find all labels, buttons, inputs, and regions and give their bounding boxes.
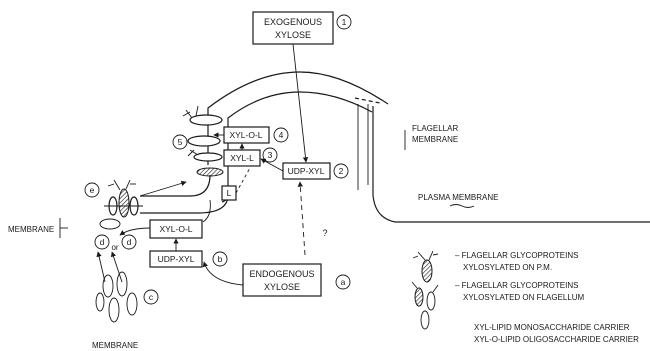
legend-note-1: XYL-LIPID MONOSACCHARIDE CARRIER xyxy=(474,323,630,332)
endogenous-xylose-box: ENDOGENOUS XYLOSE xyxy=(243,264,321,296)
legend-note-2: XYL-O-LIPID OLIGOSACCHARIDE CARRIER xyxy=(474,335,639,344)
udp-xyl-right-box: UDP-XYL xyxy=(283,163,330,179)
marker-b: b xyxy=(218,254,223,264)
legend: – FLAGELLAR GLYCOPROTEINS XYLOSYLATED ON… xyxy=(412,251,639,344)
udp-xyl-left-box: UDP-XYL xyxy=(150,251,202,267)
xyl-l-box: XYL-L xyxy=(224,150,260,166)
flagellar-membrane-label-1: FLAGELLAR xyxy=(412,124,458,133)
legend-symbol-pm xyxy=(413,251,438,282)
membrane-left-label: MEMBRANE xyxy=(8,225,54,234)
marker-d-1: d xyxy=(100,237,105,247)
question-mark: ? xyxy=(322,228,327,238)
exogenous-label-1: EXOGENOUS xyxy=(264,17,322,27)
marker-2: 2 xyxy=(339,166,344,176)
udp-xyl-left-label: UDP-XYL xyxy=(158,254,195,264)
xyl-l-label: XYL-L xyxy=(230,153,254,163)
udp-xyl-right-label: UDP-XYL xyxy=(288,166,325,176)
marker-4: 4 xyxy=(279,130,284,140)
marker-c: c xyxy=(149,292,154,302)
legend-item1-line2: XYLOSYLATED ON P.M. xyxy=(463,263,552,272)
legend-item2-line1: – FLAGELLAR GLYCOPROTEINS xyxy=(455,281,578,290)
exogenous-label-2: XYLOSE xyxy=(275,30,311,40)
or-text: or xyxy=(111,243,118,252)
marker-a: a xyxy=(341,277,346,287)
legend-symbol-flagellum xyxy=(412,282,438,329)
membrane-bottom-label: MEMBRANE xyxy=(92,341,138,350)
plasma-membrane-glycoproteins xyxy=(104,180,143,217)
marker-3: 3 xyxy=(268,150,273,160)
legend-item2-line2: XYLOSYLATED ON FLAGELLUM xyxy=(463,293,585,302)
xyl-o-l-top-label: XYL-O-L xyxy=(229,130,262,140)
endogenous-label-1: ENDOGENOUS xyxy=(249,269,314,279)
marker-1: 1 xyxy=(342,17,347,27)
endogenous-label-2: XYLOSE xyxy=(264,282,300,292)
xyl-o-l-left-label: XYL-O-L xyxy=(159,224,192,234)
plasma-membrane-label: PLASMA MEMBRANE xyxy=(418,193,498,202)
l-box: L xyxy=(222,186,236,200)
flagellar-membrane-label-2: MEMBRANE xyxy=(412,135,458,144)
xyl-o-l-top-box: XYL-O-L xyxy=(224,127,269,143)
marker-5: 5 xyxy=(178,137,183,147)
marker-d-2: d xyxy=(127,237,132,247)
legend-item1-line1: – FLAGELLAR GLYCOPROTEINS xyxy=(455,251,578,260)
marker-e: e xyxy=(90,185,95,195)
xyl-o-l-left-box: XYL-O-L xyxy=(150,220,202,238)
flagellar-glycoproteins xyxy=(183,106,223,176)
l-label: L xyxy=(227,188,232,198)
exogenous-xylose-box: EXOGENOUS XYLOSE xyxy=(253,12,333,44)
